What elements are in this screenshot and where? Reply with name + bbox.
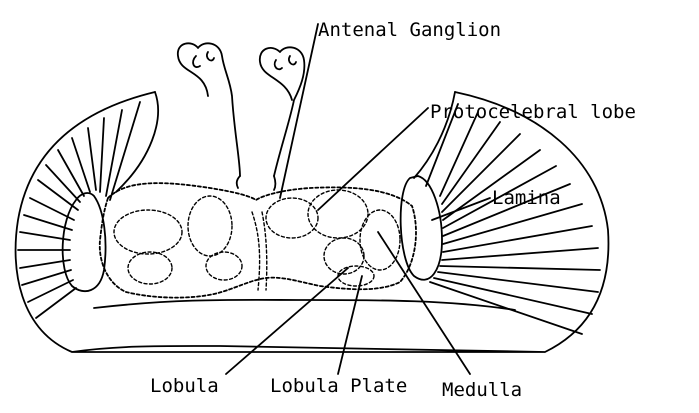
right-stalk-connector	[274, 92, 455, 190]
right-antenna-stalk	[260, 47, 305, 176]
label-protocelebral-lobe: Protocelebral lobe	[430, 101, 636, 123]
left-ommatidia	[18, 102, 140, 318]
label-antenal-ganglion: Antenal Ganglion	[318, 19, 501, 41]
left-antenna-stalk	[178, 43, 240, 176]
inner-lobes	[114, 190, 400, 290]
left-stalk-connector	[116, 92, 240, 192]
right-antenna-curl	[275, 56, 296, 69]
label-medulla: Medulla	[442, 379, 522, 401]
right-ommatidia	[426, 104, 600, 334]
label-lamina: Lamina	[492, 187, 561, 209]
leader-lobula-plate	[338, 276, 362, 374]
right-lamina	[401, 176, 442, 280]
leader-lamina	[432, 198, 490, 220]
label-lobula: Lobula	[150, 375, 219, 397]
leader-protocelebral	[318, 108, 428, 210]
left-antenna-curl	[193, 52, 214, 67]
label-lobula-plate: Lobula Plate	[270, 375, 407, 397]
